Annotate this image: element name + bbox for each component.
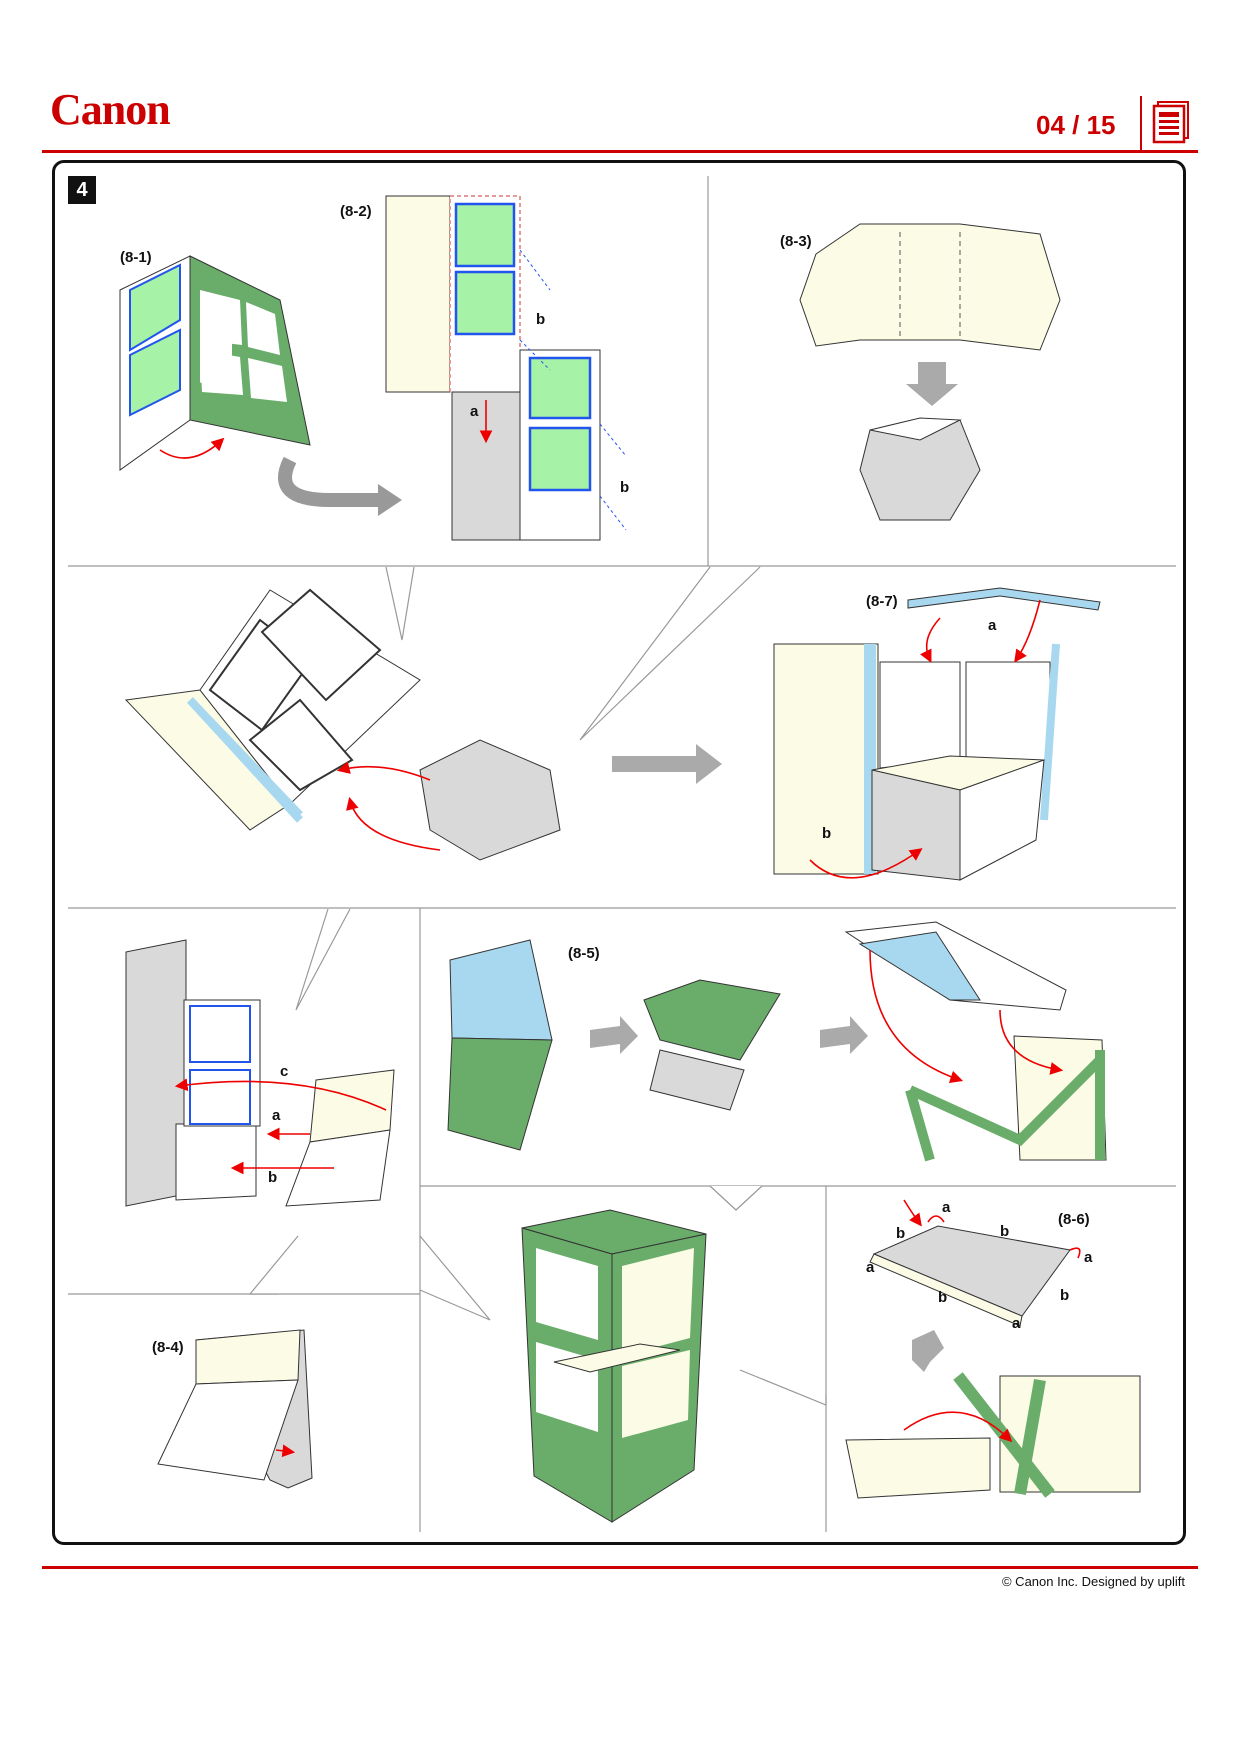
canon-logo: Canon xyxy=(50,85,171,134)
label-a: a xyxy=(866,1259,875,1276)
callout-pointers xyxy=(248,566,827,1406)
illustration-8-5 xyxy=(447,939,868,1151)
footer-rule xyxy=(42,1566,1198,1569)
label-8-5: (8-5) xyxy=(568,945,600,962)
arrow-head-icon xyxy=(378,484,402,516)
page-indicator: 04 / 15 xyxy=(1036,110,1116,140)
illustration-8-2 xyxy=(385,195,627,541)
label-c: c xyxy=(280,1063,289,1080)
panel-dividers xyxy=(68,176,1176,1532)
right-arrow-icon xyxy=(590,1016,638,1054)
label-b: b xyxy=(896,1225,906,1242)
rotate-icon xyxy=(912,1330,944,1372)
label-8-3: (8-3) xyxy=(780,233,812,250)
label-b: b xyxy=(822,825,832,842)
illustration-8-4 xyxy=(157,1329,313,1489)
illustration-8-6 xyxy=(845,1199,1141,1499)
label-a: a xyxy=(988,617,997,634)
label-b: b xyxy=(1000,1223,1010,1240)
label-a: a xyxy=(470,403,479,420)
copyright-text: © Canon Inc. Designed by uplift xyxy=(1001,1574,1185,1589)
curved-arrow-icon xyxy=(278,456,380,507)
label-8-2: (8-2) xyxy=(340,203,372,220)
header-rule xyxy=(42,150,1198,153)
label-a: a xyxy=(1084,1249,1093,1266)
instruction-frame xyxy=(52,160,1186,1545)
label-b: b xyxy=(1060,1287,1070,1304)
header-divider xyxy=(1140,96,1142,150)
label-b: b xyxy=(536,311,546,328)
label-8-4: (8-4) xyxy=(152,1339,184,1356)
illustration-8-3 xyxy=(799,223,1061,521)
illustration-side-panel xyxy=(125,939,395,1207)
right-arrow-icon xyxy=(820,1016,868,1054)
document-menu-icon xyxy=(1152,101,1189,144)
step-number: 4 xyxy=(68,176,96,204)
down-arrow-icon xyxy=(906,362,958,406)
document-menu-button[interactable] xyxy=(1150,100,1192,144)
label-b: b xyxy=(268,1169,278,1186)
illustration-8-1 xyxy=(119,255,311,471)
label-a: a xyxy=(942,1199,951,1216)
illustration-roof-corner xyxy=(844,921,1107,1162)
illustration-completed-booth xyxy=(521,1209,707,1523)
label-b: b xyxy=(938,1289,948,1306)
label-8-1: (8-1) xyxy=(120,249,152,266)
illustration-8-7 xyxy=(773,587,1101,881)
label-a: a xyxy=(1012,1315,1021,1332)
illustration-frame-assembly xyxy=(124,588,561,861)
label-8-6: (8-6) xyxy=(1058,1211,1090,1228)
label-b: b xyxy=(620,479,630,496)
label-a: a xyxy=(272,1107,281,1124)
label-8-7: (8-7) xyxy=(866,593,898,610)
right-arrow-icon xyxy=(612,744,722,784)
